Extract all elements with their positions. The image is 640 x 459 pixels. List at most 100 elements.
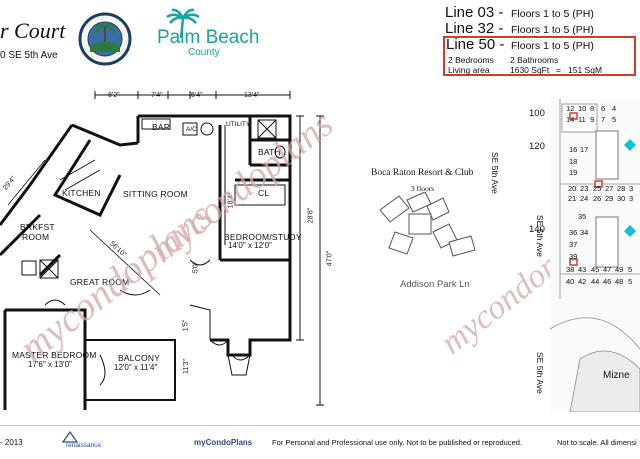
room-brkfst-1: BRKFST [20,222,55,232]
unit-num: 5 [628,277,633,286]
unit-num: 21 [568,194,577,203]
unit-num: 36 [569,228,578,237]
site-ave-label-2: SE 5th Ave [535,215,545,257]
unit-num: 27 [605,184,614,193]
unit-num: 18 [569,157,578,166]
line32-label: Line 32 - [445,20,504,37]
city-seal-icon [78,12,132,66]
unit-num: 38 [566,265,575,274]
unit-num: 10 [578,104,587,113]
unit-num: 6 [601,104,606,113]
unit-num: 3 [629,194,634,203]
site-map-lines [550,99,640,412]
room-balcony: BALCONY [118,353,161,363]
line03-floors: Floors 1 to 5 (PH) [511,8,594,20]
site-row-140: 140 [529,224,545,235]
unit-num: 35 [578,212,587,221]
living-area-sqm: 151 SqM [568,65,603,75]
unit-num: 8 [590,104,595,113]
unit-num: 29 [605,194,614,203]
unit-num: 46 [603,277,612,286]
room-brkfst-2: ROOM [22,232,50,242]
unit-num: 24 [580,194,589,203]
room-bar: BAR [152,122,171,132]
unit-num: 16 [569,145,578,154]
line50-highlight-box [443,36,636,76]
unit-num: 4 [612,104,617,113]
dim-right-2: 47'0" [326,250,334,267]
dim-top-2: 7'4" [151,92,163,99]
unit-num: 23 [580,184,589,193]
room-closet: CL [258,188,270,198]
dim-top-4: 13'4" [244,92,260,99]
unit-num: 49 [615,265,624,274]
unit-num: 42 [578,277,587,286]
palm-tree-icon [166,8,200,38]
dim-top-3: 5'4" [191,92,203,99]
county-word: County [188,47,220,58]
dim-right-1: 28'8" [307,207,315,224]
unit-num: 30 [617,194,626,203]
project-title: r Court [0,18,66,43]
living-area-label: Living area [448,65,490,75]
site-ave-label-1: SE 5th Ave [490,152,500,194]
site-row-120: 120 [529,141,545,152]
dim-inner-3: 11'3" [182,359,190,374]
dim-top-1: 8'2" [108,92,120,99]
unit-num: 5 [612,115,617,124]
unit-num: 20 [568,184,577,193]
unit-num: 17 [580,145,589,154]
unit-num: 3 [629,184,634,193]
footer-brand: myCondoPlans [194,438,253,447]
bathrooms-count: 2 Bathrooms [510,55,559,65]
unit-num: 37 [569,240,578,249]
footer-scale-note: Not to scale. All dimensi [557,438,637,447]
floor-plan [0,91,324,410]
bedrooms-count: 2 Bedrooms [448,55,494,65]
line50-floors: Floors 1 to 5 (PH) [511,40,594,52]
unit-num: 43 [578,265,587,274]
room-kitchen: KITCHEN [62,188,101,198]
unit-num: 25 [593,184,602,193]
unit-num: 11 [578,115,586,124]
line50-label: Line 50 - [446,36,505,53]
room-bedroom-study-size: 14'0" x 12'0" [228,241,272,250]
unit-num: 40 [566,277,575,286]
room-bath: BATH [258,147,281,157]
room-master-bedroom: MASTER BEDROOM [12,350,97,360]
living-area-sqft: 1630 SqFt [510,65,550,75]
room-balcony-size: 12'0" x 11'4" [114,363,158,372]
unit-num: 34 [580,228,589,237]
unit-num: 9 [590,115,595,124]
footer-logo-text: renaissance [66,442,102,449]
line32-floors: Floors 1 to 5 (PH) [511,24,594,36]
unit-num: 48 [615,277,624,286]
dim-inner-2: 5'0" [192,261,200,274]
site-mizner-label: Mizne [603,370,630,381]
resort-name: Boca Raton Resort & Club [371,168,474,178]
line03-label: Line 03 - [445,4,504,21]
resort-floors: 3 floors [411,184,435,193]
unit-num: 28 [617,184,626,193]
unit-num: 14 [566,115,575,124]
unit-num: 12 [566,104,575,113]
unit-num: 44 [591,277,600,286]
dim-inner-4: 1'5" [182,319,190,332]
unit-num: 47 [603,265,612,274]
unit-num: 19 [569,168,578,177]
living-area-equals: = [556,65,561,75]
unit-num: 26 [593,194,602,203]
footer-rights: For Personal and Professional use only. … [272,438,523,447]
renaissance-logo-icon [62,431,78,443]
room-master-bedroom-size: 17'6" x 13'0" [28,360,72,369]
county-name: Palm Beach [157,27,260,48]
unit-num: 7 [601,115,606,124]
site-row-100: 100 [529,108,545,119]
unit-num: 45 [591,265,600,274]
unit-num: 5 [628,265,633,274]
resort-building-footprint [379,192,476,257]
unit-num: 39 [569,252,578,261]
room-great: GREAT ROOM [70,277,130,287]
footer-year: - 2013 [0,438,23,447]
room-sitting: SITTING ROOM [123,189,188,199]
